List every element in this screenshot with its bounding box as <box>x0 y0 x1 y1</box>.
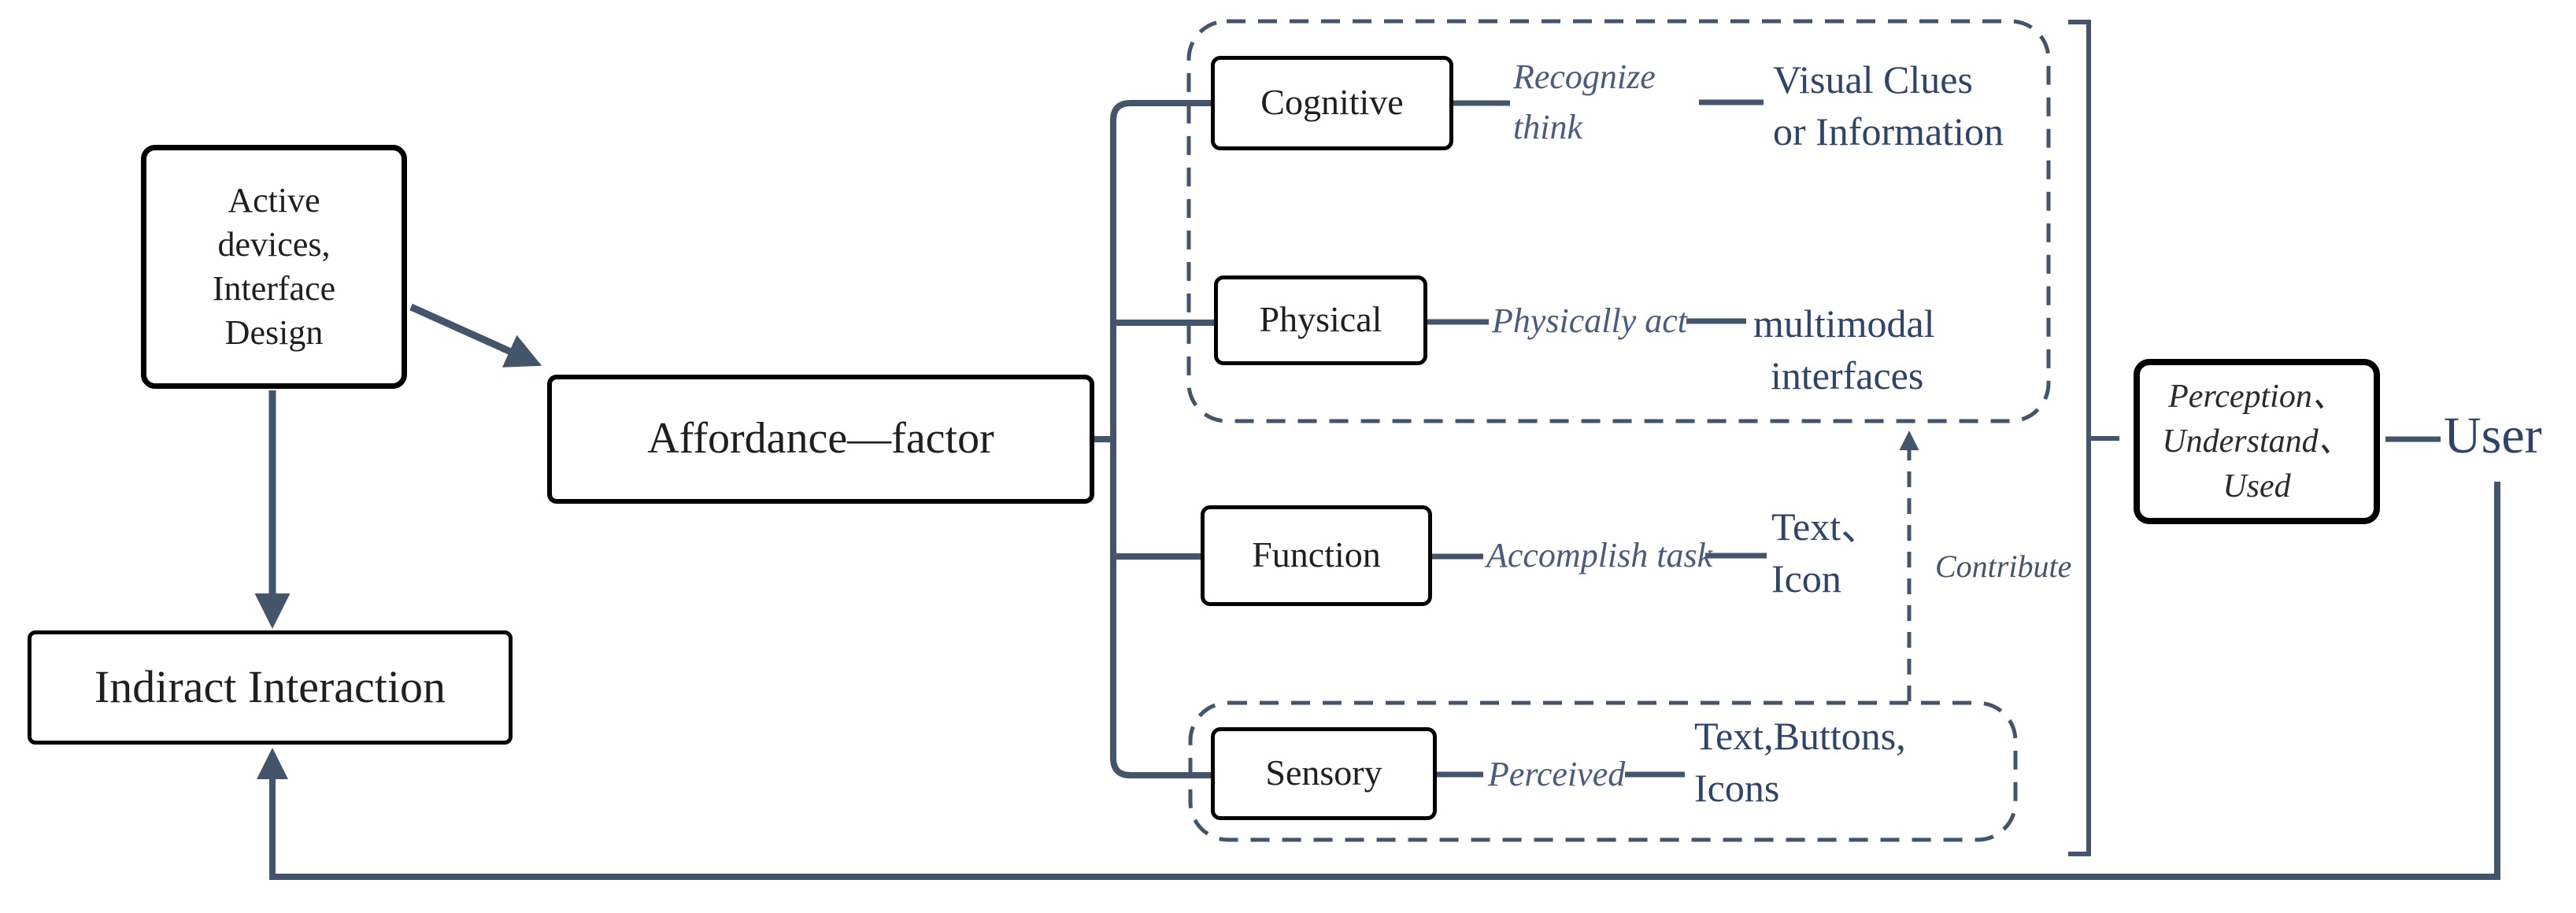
action-line: Recognize <box>1513 57 1656 96</box>
physical-result-text: multimodal interfaces <box>1753 298 1935 401</box>
sensory-box: Sensory <box>1211 727 1437 820</box>
result-line: Icon <box>1771 556 1841 601</box>
affordance-factor-box: Affordance—factor <box>547 375 1094 504</box>
summary-bracket <box>2068 20 2119 856</box>
physical-box: Physical <box>1214 275 1427 365</box>
user-label: User <box>2444 407 2542 464</box>
perception-line: Understand、 <box>2162 423 2352 460</box>
result-line: Icons <box>1694 766 1780 810</box>
sensory-dashed-group <box>1188 700 2018 842</box>
physical-action-label: Physically act <box>1492 301 1688 340</box>
result-line: Visual Clues <box>1773 57 1973 102</box>
result-line: Text、 <box>1771 505 1881 549</box>
active-devices-line: devices, <box>217 225 331 264</box>
result-line: Text,Buttons, <box>1694 714 1906 758</box>
active-devices-line: Interface <box>212 269 336 308</box>
result-line: interfaces <box>1771 353 1924 397</box>
perception-box: Perception、 Understand、 Used <box>2134 359 2380 524</box>
active-devices-box: Active devices, Interface Design <box>141 145 407 389</box>
branch-to-sensory <box>1110 439 1212 778</box>
indirect-interaction-box: Indiract Interaction <box>28 630 513 745</box>
function-result-text: Text、 Icon <box>1771 501 1880 604</box>
perception-line: Perception、 <box>2168 378 2345 415</box>
branch-to-cognitive <box>1110 100 1212 439</box>
result-line: multimodal <box>1753 301 1935 346</box>
active-devices-line: Active <box>228 181 320 220</box>
contribute-label: Contribute <box>1935 549 2072 584</box>
perception-line: Used <box>2223 468 2291 505</box>
sensory-result-text: Text,Buttons, Icons <box>1694 710 1906 814</box>
function-action-label: Accomplish task <box>1486 536 1713 575</box>
cognitive-physical-dashed-group <box>1186 19 2051 423</box>
user-feedback-arrow <box>257 482 2500 880</box>
result-line: or Information <box>1773 109 2004 153</box>
cognitive-box: Cognitive <box>1211 56 1453 150</box>
active-devices-line: Design <box>224 313 324 352</box>
sensory-action-label: Perceived <box>1488 755 1626 793</box>
active-to-affordance-arrow <box>409 303 542 368</box>
cognitive-action-label: Recognize think <box>1513 52 1656 153</box>
action-line: think <box>1513 108 1582 146</box>
function-box: Function <box>1201 505 1432 606</box>
cognitive-result-text: Visual Clues or Information <box>1773 54 2004 157</box>
